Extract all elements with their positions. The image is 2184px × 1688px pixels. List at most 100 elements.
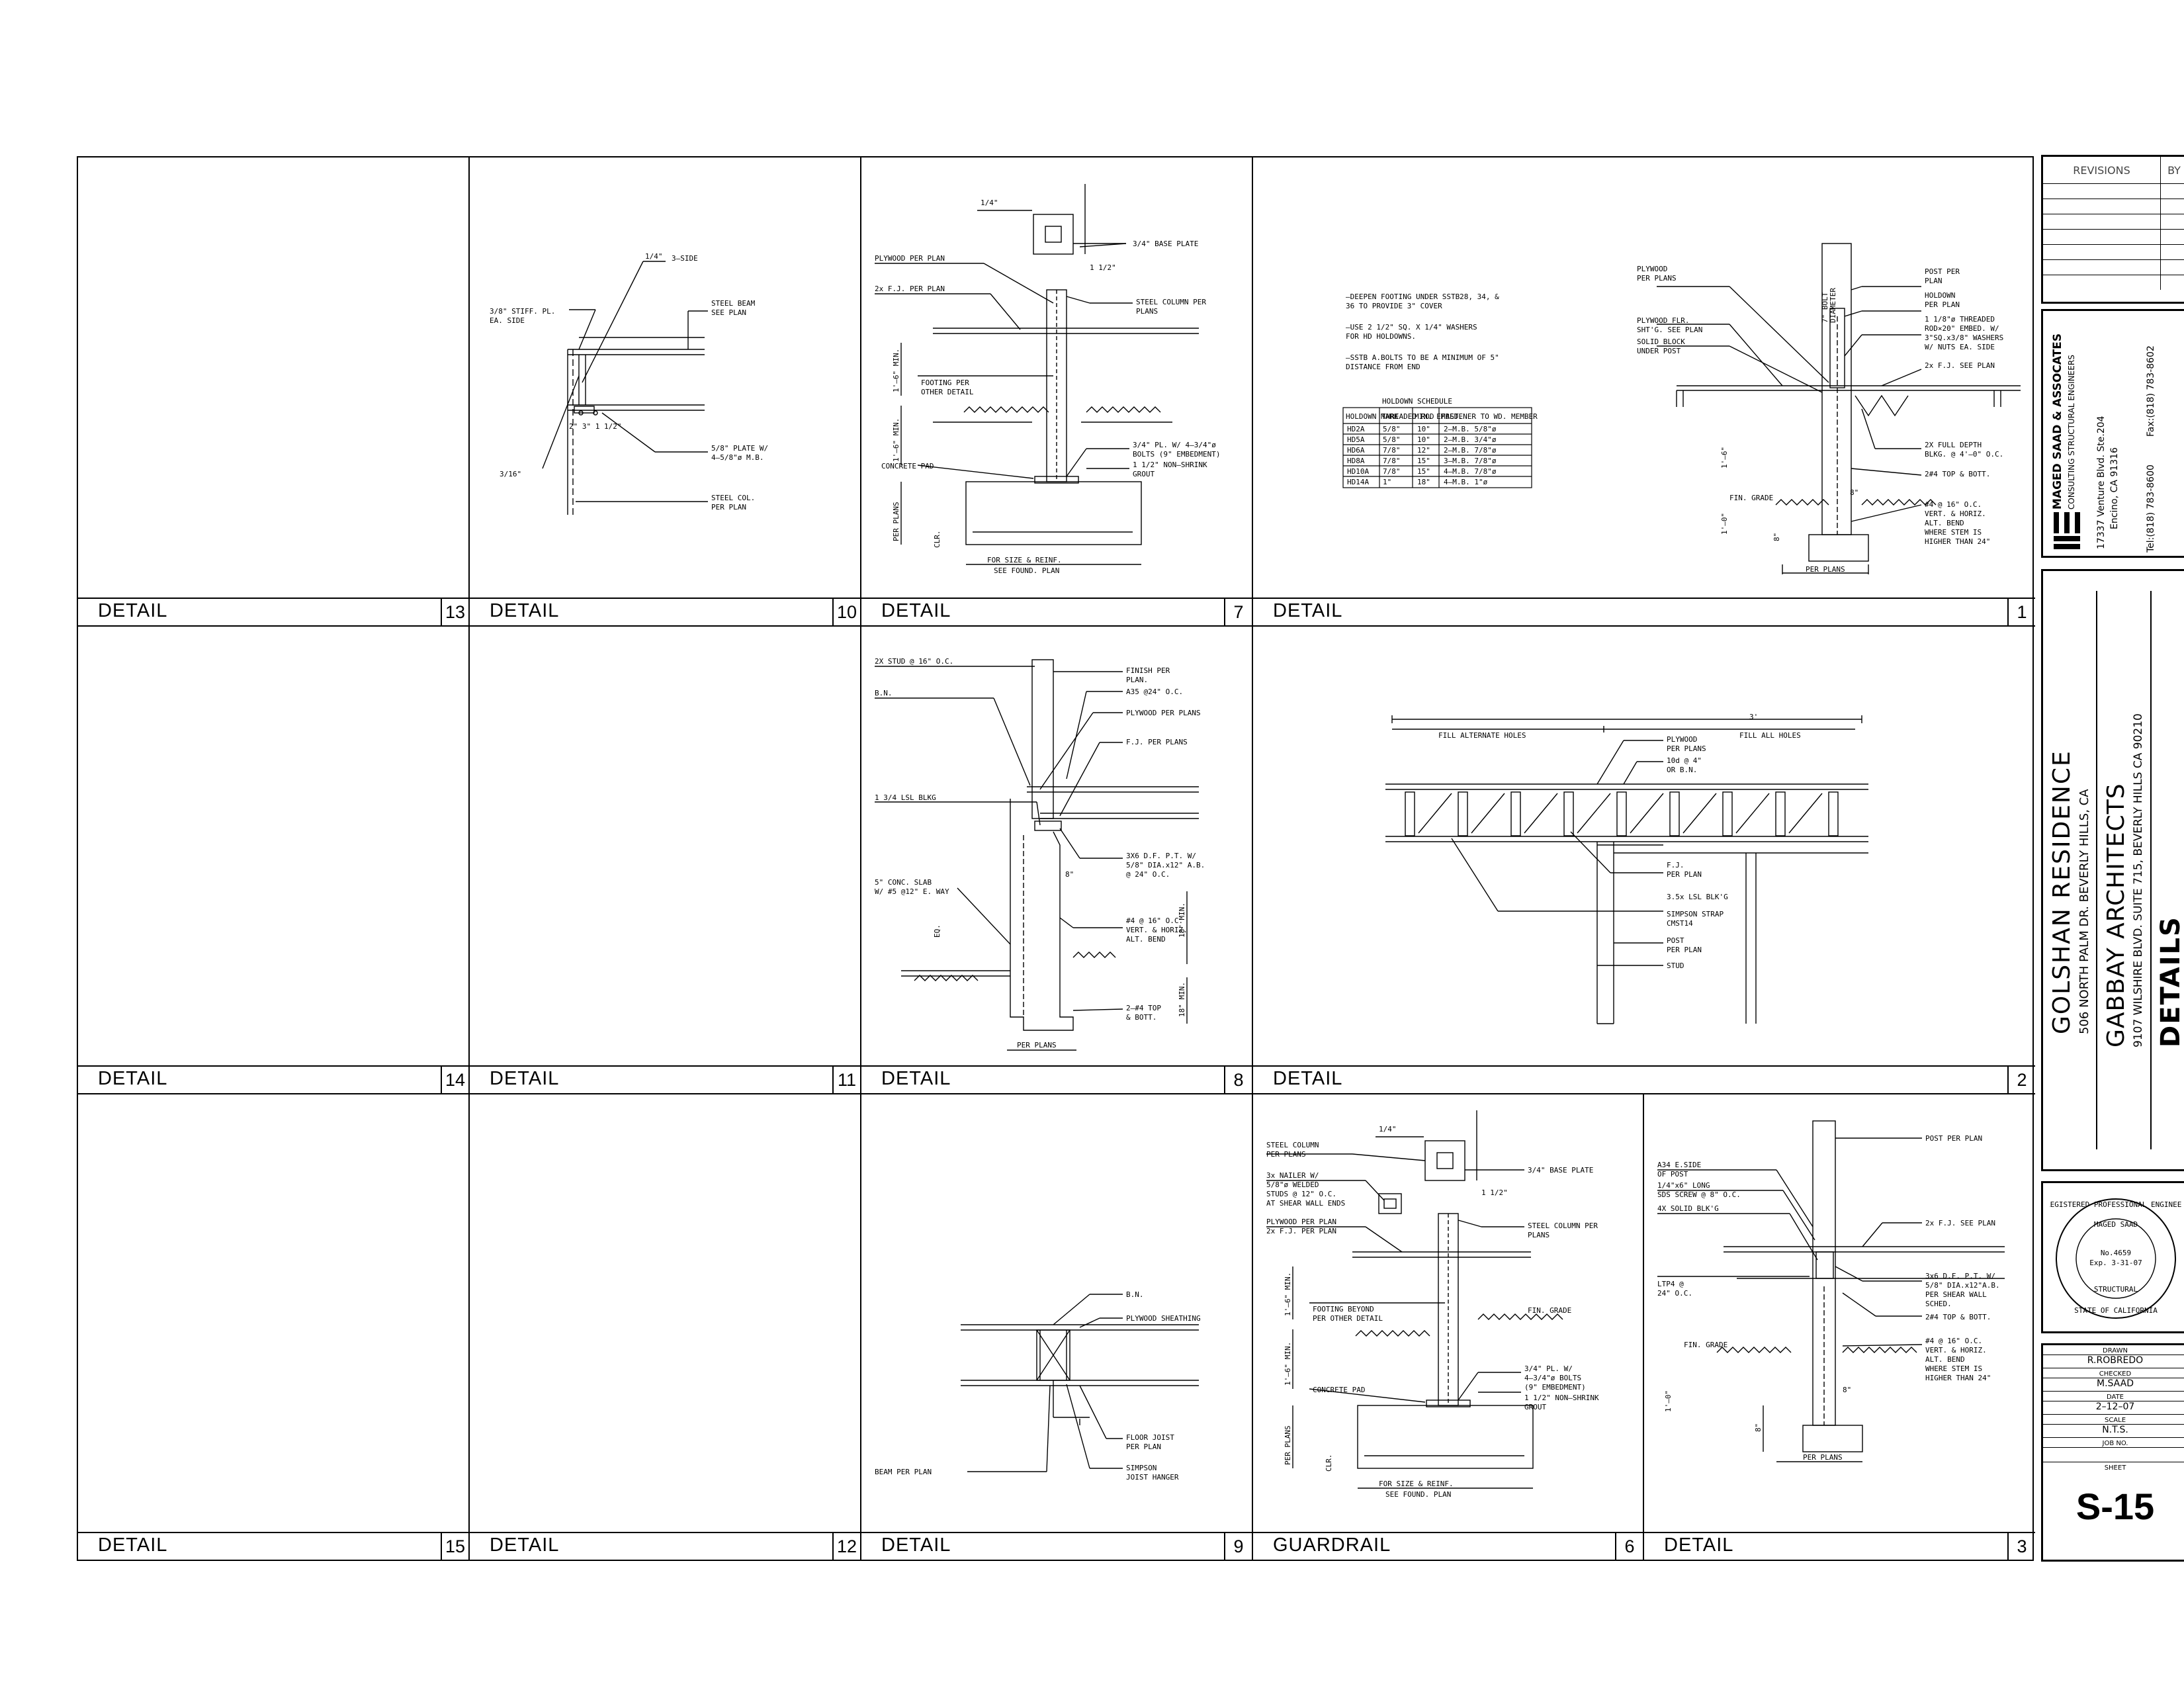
finish-label-2: PLAN. [1126, 676, 1148, 684]
ftg-label-2: PER OTHER DETAIL [1313, 1314, 1383, 1323]
slab-label: 5" CONC. SLAB [875, 878, 932, 887]
col-label-2: PER PLAN [711, 503, 746, 511]
pl-label-3: (9" EMBEDMENT) [1524, 1383, 1586, 1392]
min-label-2: 1'–0" [1720, 513, 1729, 535]
stamp-block: REGISTERED PROFESSIONAL ENGINEER MAGED S… [2041, 1181, 2184, 1333]
revision-row [2043, 275, 2184, 290]
size-label: FOR SIZE & REINF. [987, 556, 1062, 564]
scol-label-2: PLANS [1528, 1231, 1550, 1239]
pt-label-3: @ 24" O.C. [1126, 870, 1170, 879]
sched-cell: 5/8" [1383, 435, 1401, 444]
blk-label: SOLID BLOCK [1637, 337, 1685, 346]
dim-label: 1 1/2" [1090, 263, 1116, 272]
bolt-label: 7" BOLT [1821, 292, 1829, 323]
grade-label: FIN. GRADE [1729, 494, 1773, 502]
detail-2-drawing: 3' FILL ALTERNATE HOLES FILL ALL HOLES P… [1385, 713, 1868, 1024]
grout-label-2: GROUT [1133, 470, 1155, 478]
detail-label: DETAIL [881, 1068, 951, 1089]
slab-label-2: W/ #5 @12" E. WAY [875, 887, 949, 896]
plate-label: 5/8" PLATE W/ [711, 444, 768, 453]
stamp-type: STRUCTURAL [2094, 1285, 2138, 1294]
col-label: STEEL COL. [711, 494, 755, 502]
detail-number: 15 [441, 1533, 468, 1560]
rod-label-3: 3"SQ.x3/8" WASHERS [1925, 333, 2003, 342]
note-1b: 36 TO PROVIDE 3" COVER [1346, 302, 1442, 310]
pl-label: 3/4" PL. W/ [1524, 1364, 1573, 1373]
sched-cell: 7/8" [1383, 467, 1401, 476]
note-3b: DISTANCE FROM END [1346, 363, 1420, 371]
plate-label-2: 4–5/8"ø M.B. [711, 453, 764, 462]
sched-header-0: HOLDOWN MARK [1346, 412, 1399, 421]
min-label: 1'–6" MIN. [1284, 1272, 1292, 1316]
lsl-label: 3.5x LSL BLK'G [1667, 893, 1728, 901]
a34-label-2: OF POST [1657, 1170, 1688, 1178]
sched-cell: 1" [1383, 478, 1391, 486]
sheet-label: SHEET [2104, 1464, 2126, 1472]
grout-label: 1 1/2" NON–SHRINK [1133, 461, 1207, 469]
note-3: –SSTB A.BOLTS TO BE A MINIMUM OF 5" [1346, 353, 1499, 362]
min-label-2: 18" MIN. [1178, 982, 1186, 1017]
post-label: POST PER [1925, 267, 1960, 276]
plywood-label: PLYWOOD PER PLANS [1126, 709, 1201, 717]
blk-label: 4X SOLID BLK'G [1657, 1204, 1719, 1213]
holdown-label: HOLDOWN [1925, 291, 1955, 300]
sched-cell: 15" [1417, 457, 1430, 465]
weld-label: 1/4" [645, 252, 663, 261]
detail-label: DETAIL [881, 600, 951, 621]
stamp-top-text: REGISTERED PROFESSIONAL ENGINEER [2050, 1200, 2182, 1209]
vert-label: #4 @ 16" O.C. [1126, 916, 1183, 925]
revision-row [2043, 230, 2184, 245]
sched-cell: 3–M.B. 7/8"ø [1444, 457, 1497, 465]
nailer-label: 3x NAILER W/ [1266, 1171, 1319, 1180]
strap-label: SIMPSON STRAP [1667, 910, 1724, 918]
vert-label-1: #4 @ 16" O.C. [1925, 500, 1982, 509]
detail-cell-6: STEEL COLUMN PER PLANS 1/4" 3/4" BASE PL… [1253, 1094, 1644, 1560]
pt-label-2: 5/8" DIA.x12" A.B. [1126, 861, 1205, 869]
sched-header-1: THREADED ROD [1381, 412, 1434, 421]
date-label: DATE [2106, 1394, 2124, 1401]
vert-label-5: HIGHER THAN 24" [1925, 537, 1990, 546]
found-label: SEE FOUND. PLAN [1385, 1490, 1451, 1499]
fj-label: 2x F.J. SEE PLAN [1925, 1219, 1995, 1227]
revision-row [2043, 199, 2184, 214]
pt-label: 3x6 D.F. P.T. W/ [1925, 1272, 1995, 1280]
dim-8b-label: 8" [1772, 533, 1781, 541]
revision-row [2043, 260, 2184, 275]
top-bott-label: 2#4 TOP & BOTT. [1925, 470, 1990, 478]
weld2-label: 3/16" [500, 470, 521, 478]
drawn-label: DRAWN [2103, 1347, 2128, 1355]
job-label: JOB NO. [2102, 1440, 2128, 1447]
project-divider [2096, 591, 2097, 1149]
a35-label: A35 @24" O.C. [1126, 688, 1183, 696]
stiff-label-2: EA. SIDE [490, 316, 525, 325]
stud-label: STUD [1667, 961, 1684, 970]
plywood-label: PLYWOOD PER PLAN [1266, 1218, 1336, 1226]
col-label-2: PLANS [1136, 307, 1158, 316]
weld-label: 1/4" [981, 199, 998, 207]
architect-address: 9107 WILSHIRE BLVD. SUITE 715, BEVERLY H… [2132, 713, 2145, 1047]
revisions-block: REVISIONS BY [2041, 155, 2184, 304]
detail-label: DETAIL [1273, 1068, 1343, 1089]
beam-label: STEEL BEAM [711, 299, 756, 308]
finish-label: FINISH PER [1126, 666, 1170, 675]
ftg-label: FOOTING BEYOND [1313, 1305, 1374, 1313]
detail-9-drawing: B.N. PLYWOOD SHEATHING FLOOR JOIST PER P… [875, 1290, 1201, 1482]
nail-label-2: OR B.N. [1667, 766, 1697, 774]
detail-cell-7: 1/4" 3/4" BASE PLATE 1 1/2" PLYWOOD PER … [861, 157, 1253, 627]
vert-label-3: ALT. BEND [1126, 935, 1166, 944]
vert-label-4: WHERE STEM IS [1925, 1364, 1982, 1373]
dim-label: 3' [1749, 713, 1758, 721]
date-value: 2–12–07 [2043, 1401, 2184, 1414]
by-label: BY [2167, 163, 2181, 177]
job-row: JOB NO. [2043, 1438, 2184, 1462]
fj-label: 2x F.J. PER PLAN [875, 285, 945, 293]
detail-label: GUARDRAIL [1273, 1534, 1391, 1556]
blk-label-2: UNDER POST [1637, 347, 1681, 355]
